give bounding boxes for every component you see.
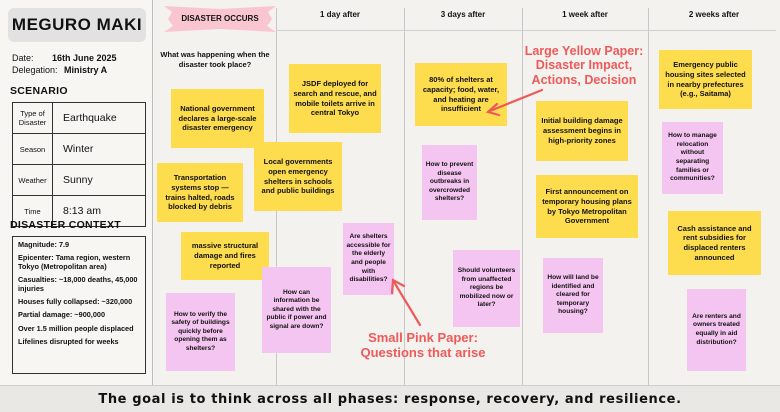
scenario-panel: MEGURO MAKI Date: 16th June 2025 Delegati… — [0, 0, 153, 385]
delegation-value: Ministry A — [64, 65, 108, 75]
yellow-paper-annotation: Large Yellow Paper: Disaster Impact, Act… — [524, 44, 644, 87]
pink-note[interactable]: How to prevent disease outbreaks in over… — [422, 145, 477, 220]
yellow-note[interactable]: National government declares a large-sca… — [171, 89, 264, 148]
context-item: Houses fully collapsed: ~320,000 — [18, 296, 133, 306]
footer-caption: The goal is to think across all phases: … — [0, 385, 780, 412]
yellow-arrow-icon — [485, 88, 544, 117]
scenario-value: Winter — [52, 133, 146, 165]
scenario-value: Sunny — [52, 164, 146, 196]
yellow-note[interactable]: JSDF deployed for search and rescue, and… — [289, 64, 381, 133]
pink-note[interactable]: How to verify the safety of buildings qu… — [166, 293, 235, 371]
column-heading-1-week: 1 week after — [562, 10, 608, 19]
header-divider — [276, 30, 776, 31]
yellow-note[interactable]: 80% of shelters at capacity; food, water… — [415, 63, 507, 126]
column-heading-1-day: 1 day after — [319, 10, 361, 19]
context-box: Magnitude: 7.9 Epicenter: Tama region, w… — [12, 236, 146, 374]
scenario-value: 8:13 am — [52, 195, 146, 227]
column-divider — [404, 8, 405, 385]
pink-note[interactable]: How will land be identified and cleared … — [543, 258, 603, 333]
delegation-label: Delegation: — [12, 65, 58, 75]
yellow-note[interactable]: First announcement on temporary housing … — [536, 175, 638, 238]
column-divider — [522, 8, 523, 385]
scenario-value: Earthquake — [52, 102, 146, 134]
yellow-note[interactable]: massive structural damage and fires repo… — [181, 232, 269, 280]
yellow-note[interactable]: Cash assistance and rent subsidies for d… — [668, 211, 761, 275]
prompt-question: What was happening when the disaster too… — [160, 50, 270, 69]
pink-note[interactable]: Should volunteers from unaffected region… — [453, 250, 520, 327]
date-row: Date: 16th June 2025 — [12, 53, 117, 63]
yellow-note[interactable]: Local governments open emergency shelter… — [254, 142, 342, 211]
context-item: Magnitude: 7.9 — [18, 240, 70, 249]
column-heading-occurs: DISASTER OCCURS — [181, 14, 259, 23]
yellow-note[interactable]: Transportation systems stop — trains hal… — [157, 163, 243, 222]
context-item: Partial damage: ~900,000 — [18, 310, 106, 320]
context-item: Epicenter: Tama region, western Tokyo (M… — [18, 253, 131, 271]
burst-shape — [164, 6, 276, 32]
scenario-key: Time — [12, 195, 53, 227]
date-value: 16th June 2025 — [52, 53, 117, 63]
context-item: Casualties: ~18,000 deaths, 45,000 injur… — [18, 275, 138, 293]
pink-note[interactable]: Are renters and owners treated equally i… — [687, 289, 746, 371]
yellow-note[interactable]: Emergency public housing sites selected … — [659, 50, 752, 109]
context-heading: DISASTER CONTEXT — [10, 219, 121, 231]
column-heading-2-weeks: 2 weeks after — [688, 10, 740, 19]
pink-note[interactable]: How can information be shared with the p… — [262, 267, 331, 353]
delegation-row: Delegation: Ministry A — [12, 65, 107, 75]
pink-paper-annotation: Small Pink Paper: Questions that arise — [360, 330, 486, 360]
disaster-occurs-burst: DISASTER OCCURS — [164, 4, 276, 34]
pink-arrow-icon — [390, 278, 422, 327]
pink-note[interactable]: Are shelters accessible for the elderly … — [343, 223, 394, 295]
yellow-note[interactable]: Initial building damage assessment begin… — [536, 101, 628, 161]
context-item: Lifelines disrupted for weeks — [18, 337, 119, 347]
context-item: Over 1.5 million people displaced — [18, 323, 134, 333]
column-heading-3-days: 3 days after — [440, 10, 486, 19]
scenario-heading: SCENARIO — [10, 85, 68, 97]
date-label: Date: — [12, 53, 34, 63]
pink-note[interactable]: How to manage relocation without separat… — [662, 122, 723, 194]
column-divider — [648, 8, 649, 385]
participant-name: MEGURO MAKI — [8, 8, 146, 42]
scenario-key: Type of Disaster — [12, 102, 53, 134]
